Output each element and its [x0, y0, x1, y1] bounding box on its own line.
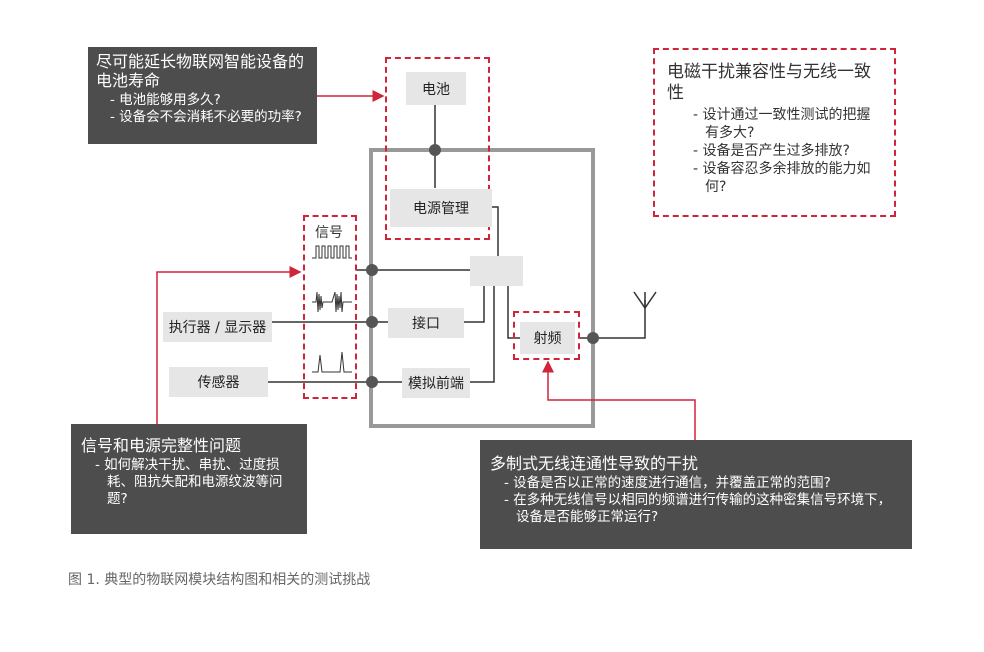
callout-title: 尽可能延长物联网智能设备的电池寿命 [96, 52, 305, 90]
callout-title: 信号和电源完整性问题 [81, 436, 242, 455]
junction-dot [366, 316, 378, 328]
analog-frontend-block: 模拟前端 [402, 368, 470, 398]
pulse-icon [312, 351, 352, 373]
central-bus-block [470, 256, 523, 286]
signal-highlight [303, 215, 357, 399]
sensor-block: 传感器 [169, 367, 268, 397]
module-frame [369, 148, 595, 428]
power-management-block: 电源管理 [390, 189, 492, 227]
afe-to-bus-wire [470, 286, 495, 383]
callout-bullet: 电池能够用多久? [96, 92, 309, 109]
callout-bullet: 设备容忍多余排放的能力如何? [667, 160, 884, 196]
power-to-bus-wire [492, 206, 499, 256]
signal-power-callout: 信号和电源完整性问题 如何解决干扰、串扰、过度损耗、阻抗失配和电源纹波等问题? [71, 424, 307, 534]
callout-bullet: 设计通过一致性测试的把握有多大? [667, 106, 884, 142]
callout-bullet: 在多种无线信号以相同的频谱进行传输的这种密集信号环境下，设备是否能够正常运行? [490, 492, 902, 526]
callout-bullet: 如何解决干扰、串扰、过度损耗、阻抗失配和电源纹波等问题? [81, 457, 297, 508]
junction-dot [429, 144, 441, 156]
battery-life-callout: 尽可能延长物联网智能设备的电池寿命 电池能够用多久? 设备会不会消耗不必要的功率… [88, 47, 317, 144]
square-wave-icon [312, 245, 352, 259]
junction-dot [366, 264, 378, 276]
emc-callout: 电磁干扰兼容性与无线一致性 设计通过一致性测试的把握有多大? 设备是否产生过多排… [653, 48, 896, 217]
interface-block: 接口 [388, 308, 464, 338]
callout-bullet: 设备是否产生过多排放? [667, 142, 884, 160]
rf-to-antenna-wire [578, 300, 646, 339]
multi-wireless-callout: 多制式无线连通性导致的干扰 设备是否以正常的速度进行通信，并覆盖正常的范围? 在… [480, 440, 912, 549]
antenna-icon [633, 291, 657, 310]
rf-block: 射频 [520, 322, 575, 354]
bus-to-rf-wire [507, 286, 520, 339]
signal-callout-arrow [156, 266, 302, 424]
callout-title: 电磁干扰兼容性与无线一致性 [667, 62, 871, 103]
battery-block: 电池 [406, 72, 466, 105]
callout-bullet: 设备是否以正常的速度进行通信，并覆盖正常的范围? [490, 475, 902, 492]
callout-title: 多制式无线连通性导致的干扰 [490, 454, 699, 473]
rf-burst-icon [312, 291, 352, 313]
callout-bullet: 设备会不会消耗不必要的功率? [96, 109, 309, 126]
interface-to-bus-wire [464, 286, 485, 323]
battery-power-highlight [385, 57, 490, 240]
rf-callout-arrow [542, 360, 696, 440]
actuator-display-block: 执行器 / 显示器 [163, 312, 272, 342]
figure-caption: 图 1. 典型的物联网模块结构图和相关的测试挑战 [68, 572, 371, 588]
rf-highlight [513, 311, 580, 360]
signal-label: 信号 [315, 225, 343, 241]
junction-dot [366, 376, 378, 388]
junction-dot [587, 332, 599, 344]
